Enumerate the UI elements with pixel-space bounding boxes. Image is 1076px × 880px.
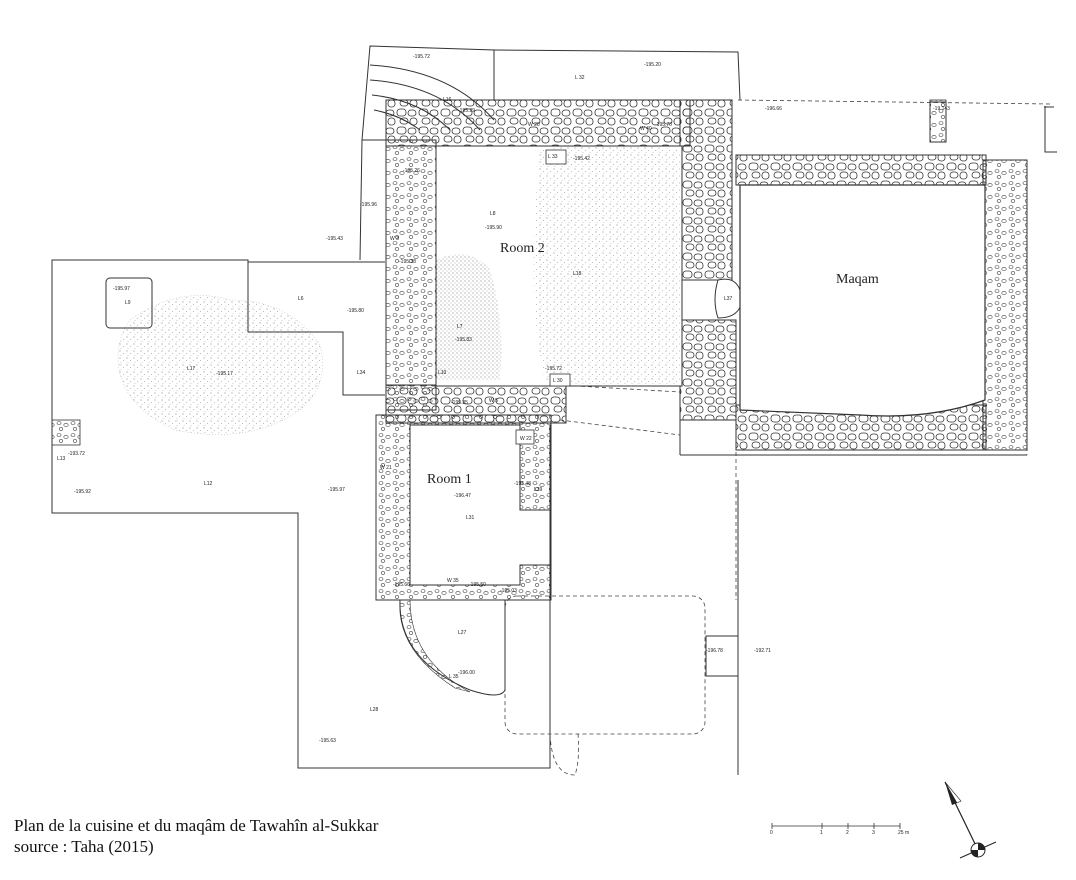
locus-label: L 32 bbox=[575, 75, 585, 81]
elevation-value: -196.66 bbox=[765, 106, 782, 112]
locus-label: L 33 bbox=[548, 154, 558, 160]
elevation-value: -19.143 bbox=[933, 106, 950, 112]
scale-tick-label: 1 bbox=[820, 830, 823, 836]
wall-label: W 5 bbox=[489, 398, 498, 404]
locus-label: L 35 bbox=[449, 674, 459, 680]
elevation-value: -195.20 bbox=[644, 62, 661, 68]
elevation-value: -195.29 bbox=[458, 108, 475, 114]
elevation-value: -195.03 bbox=[500, 588, 517, 594]
elevation-value: -195.72 bbox=[545, 366, 562, 372]
locus-label: L34 bbox=[357, 370, 366, 376]
locus-label: L10 bbox=[438, 370, 447, 376]
elevation-value: -193.72 bbox=[68, 451, 85, 457]
wall-stub-l13 bbox=[51, 419, 81, 446]
elevation-value: -195.42 bbox=[573, 156, 590, 162]
elevation-value: -195.80 bbox=[347, 308, 364, 314]
locus-label: L13 bbox=[57, 456, 66, 462]
room-1-walls bbox=[375, 414, 552, 601]
elevation-value: -195.90 bbox=[485, 225, 502, 231]
locus-labels: L 32 L16 L6 L9 L17 L12 L13 L8 L7 L18 L34… bbox=[57, 75, 733, 713]
wall-labels: W 20 W 40 W 3 W 5 W 21 W 22 W 35 bbox=[380, 122, 652, 584]
elevation-value: -195.48 bbox=[514, 481, 531, 487]
wall-label: W 3 bbox=[390, 236, 399, 242]
elevation-value: -195.70 bbox=[655, 122, 672, 128]
elevation-value: -195.17 bbox=[216, 371, 233, 377]
elevation-value: -195.43 bbox=[326, 236, 343, 242]
locus-label: L7 bbox=[457, 324, 463, 330]
north-arrow-icon bbox=[944, 781, 997, 859]
maqam-label: Maqam bbox=[836, 272, 879, 287]
elevation-value: -195.97 bbox=[328, 487, 345, 493]
elevation-value: -192.71 bbox=[754, 648, 771, 654]
elevation-value: -195.38 bbox=[399, 259, 416, 265]
elevation-value: -195.83 bbox=[455, 337, 472, 343]
scale-tick-label: 2 bbox=[846, 830, 849, 836]
elevation-value: -196.00 bbox=[458, 670, 475, 676]
locus-label: L17 bbox=[187, 366, 196, 372]
room-2-label: Room 2 bbox=[500, 241, 545, 256]
locus-label: L27 bbox=[458, 630, 467, 636]
locus-label: L28 bbox=[370, 707, 379, 713]
elevation-value: -195.96 bbox=[360, 202, 377, 208]
wall-label: W 40 bbox=[640, 126, 652, 132]
stippled-area-l17 bbox=[117, 295, 323, 435]
elevation-value: -195.92 bbox=[74, 489, 91, 495]
elevation-value: -195.63 bbox=[319, 738, 336, 744]
elevation-value: -195.35 bbox=[451, 400, 468, 406]
elevation-value: -196.47 bbox=[454, 493, 471, 499]
elevation-value: -195.50 bbox=[469, 582, 486, 588]
room-2-walls bbox=[385, 99, 737, 424]
elevation-value: -196.78 bbox=[706, 648, 723, 654]
caption-title: Plan de la cuisine et du maqâm de Tawahî… bbox=[14, 816, 379, 835]
wall-label: W 20 bbox=[528, 122, 540, 128]
wall-label: W 35 bbox=[447, 578, 459, 584]
maqam-walls bbox=[714, 99, 1028, 451]
elevation-value: -195.72 bbox=[413, 54, 430, 60]
locus-label: L39 bbox=[534, 487, 543, 493]
room-1-label: Room 1 bbox=[427, 472, 472, 487]
scale-tick-label: 0 bbox=[770, 830, 773, 836]
locus-label: L18 bbox=[573, 271, 582, 277]
locus-label: L12 bbox=[204, 481, 213, 487]
locus-label: L6 bbox=[298, 296, 304, 302]
locus-label: L8 bbox=[490, 211, 496, 217]
elevation-value: -195.66 bbox=[393, 582, 410, 588]
locus-label: L 30 bbox=[553, 378, 563, 384]
wall-label: W 22 bbox=[520, 436, 532, 442]
elevation-value: -195.97 bbox=[113, 286, 130, 292]
figure-caption: Plan de la cuisine et du maqâm de Tawahî… bbox=[14, 815, 378, 857]
locus-label: L37 bbox=[724, 296, 733, 302]
elevation-value: -195.26 bbox=[403, 168, 420, 174]
wall-label: W 21 bbox=[380, 465, 392, 471]
locus-label: L31 bbox=[466, 515, 475, 521]
scale-tick-label: 25 m bbox=[898, 830, 909, 836]
locus-label: L9 bbox=[125, 300, 131, 306]
elevation-readings: -195.72 -195.29 -195.42 -195.70 -196.66 … bbox=[68, 54, 950, 744]
locus-label: L16 bbox=[443, 97, 452, 103]
scale-bar: 0 1 2 3 25 m bbox=[770, 823, 909, 836]
scale-tick-label: 3 bbox=[872, 830, 875, 836]
curved-wall-stones bbox=[399, 599, 471, 693]
caption-source: source : Taha (2015) bbox=[14, 837, 154, 856]
